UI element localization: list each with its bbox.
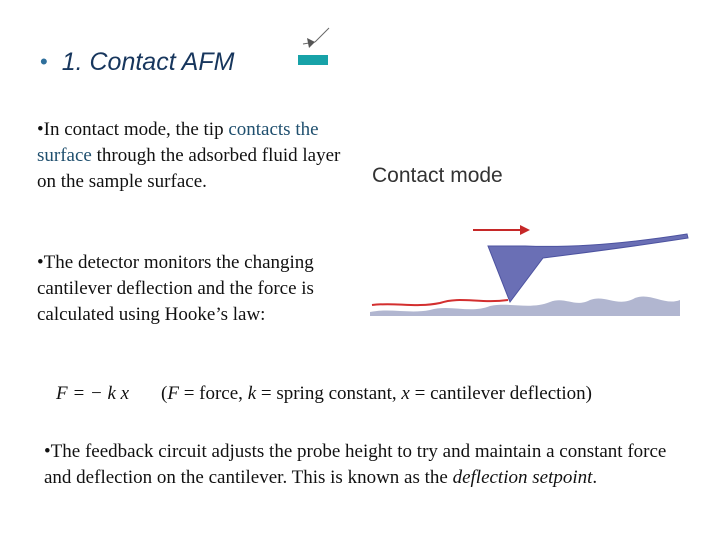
formula-explanation: (F = force, k = spring constant, x = can…: [161, 383, 592, 405]
symbol-x: x: [401, 383, 410, 404]
intro-paragraph: •In contact mode, the tip contacts the s…: [37, 117, 347, 195]
setpoint-emphasis: deflection setpoint: [452, 467, 593, 488]
symbol-f: F: [167, 383, 179, 404]
feedback-end: .: [592, 467, 598, 488]
title-bullet: •: [40, 49, 48, 74]
paren-open: (: [161, 383, 168, 404]
feedback-paragraph: •The feedback circuit adjusts the probe …: [44, 439, 684, 491]
scan-direction-arrow-icon: [473, 225, 530, 235]
def-f: = force,: [178, 383, 248, 404]
symbol-k: k: [247, 383, 257, 404]
feedback-text: •The feedback circuit adjusts the probe …: [44, 441, 667, 488]
intro-bullet: •: [37, 119, 44, 140]
title-text: 1. Contact AFM: [61, 47, 235, 76]
slide-title: • 1. Contact AFM: [40, 44, 234, 80]
cantilever-tip: [487, 233, 689, 304]
afm-tip-icon: [298, 27, 330, 65]
diagram-label: Contact mode: [372, 164, 503, 187]
contact-mode-diagram: [370, 225, 689, 316]
intro-text-start: In contact mode, the tip: [43, 119, 224, 140]
def-k: = spring constant,: [256, 383, 402, 404]
def-x: = cantilever deflection): [409, 383, 593, 404]
sample-surface: [370, 296, 680, 316]
detector-paragraph: •The detector monitors the changing cant…: [37, 252, 314, 325]
tip-trace: [371, 299, 509, 307]
hooke-formula: F = − k x: [56, 383, 130, 404]
intro-text-end: through the adsorbed fluid layer on the …: [37, 145, 341, 192]
intro-highlight: contacts the surface: [37, 119, 319, 166]
